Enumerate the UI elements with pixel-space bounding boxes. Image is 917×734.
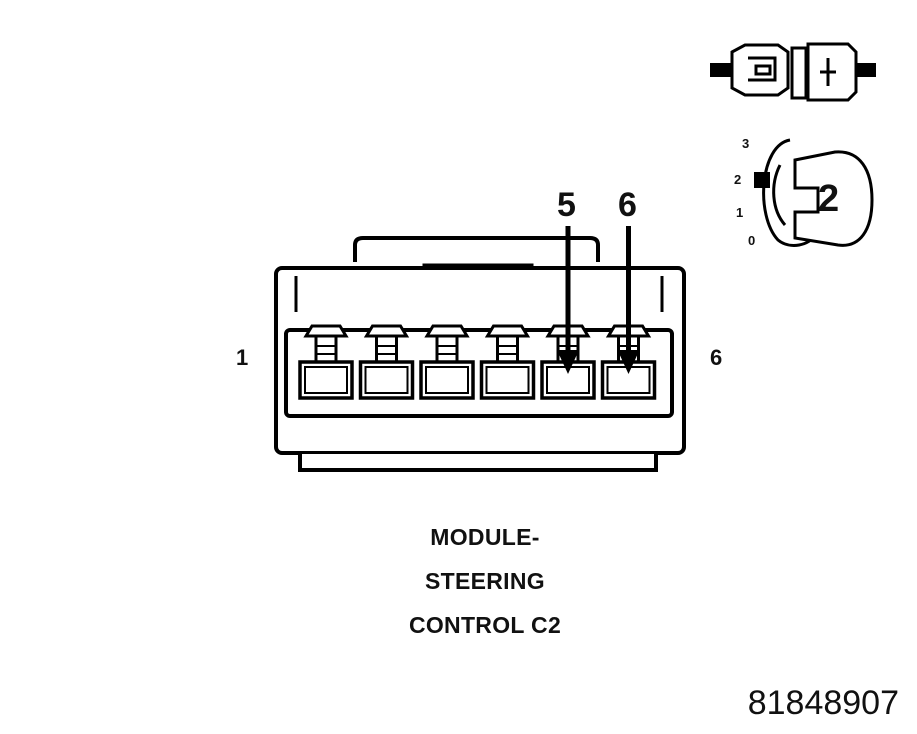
key-position-0: 0 xyxy=(748,233,756,248)
figure-number: 81848907 xyxy=(747,684,899,722)
callout-pin-6: 6 xyxy=(618,186,637,224)
title-line-2: STEERING xyxy=(425,568,545,594)
terminal-1 xyxy=(298,324,354,400)
terminal-4 xyxy=(479,324,536,400)
pin-1-label: 1 xyxy=(236,345,249,370)
key-position-3: 3 xyxy=(742,136,750,151)
terminal-2 xyxy=(358,324,415,400)
key-position-2: 2 xyxy=(734,172,742,187)
terminal-3 xyxy=(419,324,475,400)
title-line-3: CONTROL C2 xyxy=(408,612,562,638)
title-line-1: MODULE- xyxy=(430,524,540,550)
key-position-1: 1 xyxy=(736,205,744,220)
inline-connector-icon xyxy=(710,42,876,102)
callout-pin-5: 5 xyxy=(557,186,576,224)
connector-color-code: 2 xyxy=(818,178,840,220)
callout-arrow-pin-6 xyxy=(617,226,640,374)
callout-arrows xyxy=(557,226,640,374)
pin-6-label: 6 xyxy=(710,345,723,370)
key-position-icon xyxy=(754,138,874,247)
callout-arrow-pin-5 xyxy=(557,226,579,374)
